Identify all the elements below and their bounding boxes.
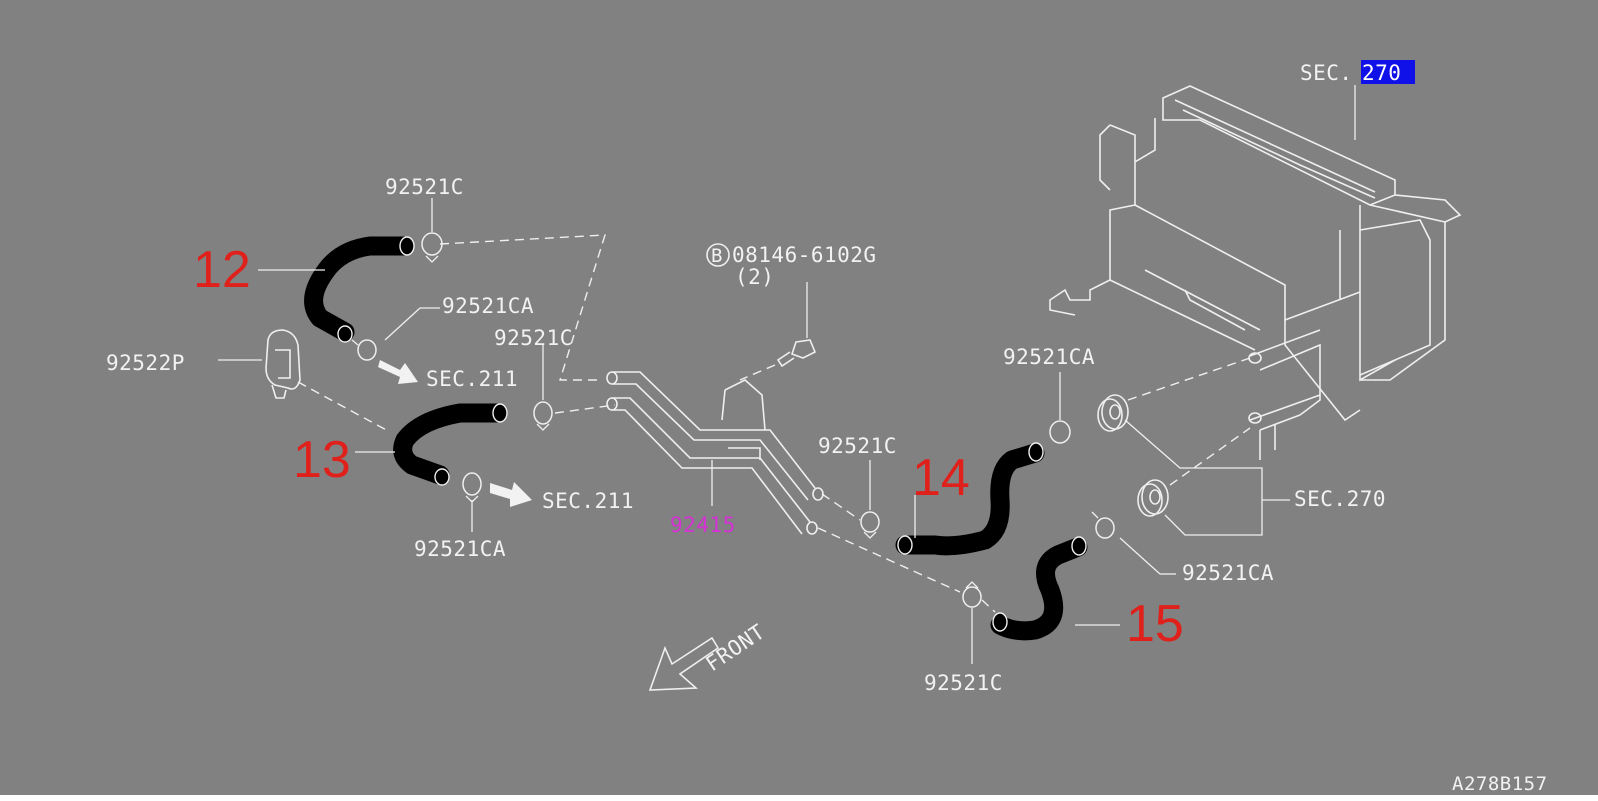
hose-12 xyxy=(304,236,415,343)
label-sec211-lower: SEC.211 xyxy=(542,489,634,513)
callout-15: 15 xyxy=(1126,595,1184,653)
label-92521c-top: 92521C xyxy=(385,175,464,199)
heater-unit-outline xyxy=(1049,85,1462,460)
callout-12: 12 xyxy=(193,241,251,299)
sec270-highlight xyxy=(1361,60,1415,84)
clamp-92521ca-right-lower xyxy=(1091,511,1176,575)
hose-15 xyxy=(990,536,1088,641)
label-08146: 08146-6102G xyxy=(732,243,877,267)
arrow-sec211-lower xyxy=(490,482,532,507)
clamp-92521ca-top xyxy=(351,307,440,361)
label-sec211-upper: SEC.211 xyxy=(426,367,518,391)
dash-pipe-to-15 xyxy=(817,527,961,593)
label-92521ca-top: 92521CA xyxy=(442,294,534,318)
label-sec270-right: SEC.270 xyxy=(1294,487,1386,511)
clamp-92521c-bottom xyxy=(962,581,982,664)
label-front: FRONT xyxy=(701,619,769,676)
figure-id: A278B157 xyxy=(1452,773,1548,795)
bolt-08146 xyxy=(706,243,817,381)
label-bolt-marker: B xyxy=(711,245,723,267)
label-92522p: 92522P xyxy=(106,351,185,375)
hose-13 xyxy=(393,403,508,486)
dash-13-to-pipe xyxy=(554,404,616,414)
dash-grommet-to-unit-lower xyxy=(1169,427,1251,486)
bottom-strip xyxy=(0,795,1598,801)
label-sec270-top-prefix: SEC. xyxy=(1300,61,1353,85)
callout-13: 13 xyxy=(293,431,351,489)
label-92521ca-right-lower: 92521CA xyxy=(1182,561,1274,585)
clamp-92521ca-lower xyxy=(462,472,482,532)
clamp-92521c-top xyxy=(421,198,443,263)
label-bolt-qty: (2) xyxy=(735,265,774,289)
front-arrow-icon xyxy=(648,636,720,691)
dash-12-to-pipe xyxy=(439,234,606,381)
dash-grommet-to-13 xyxy=(297,381,391,433)
hose-14 xyxy=(895,442,1045,556)
pipe-92415 xyxy=(606,371,824,535)
clamp-92521ca-right-upper xyxy=(1049,372,1071,444)
sec270-bracket xyxy=(1124,419,1290,536)
arrow-sec211-upper xyxy=(378,360,418,384)
label-sec270-top-num[interactable]: 270 xyxy=(1362,61,1401,85)
grommet-right-lower xyxy=(1137,479,1169,517)
clamp-92521c-right xyxy=(860,460,880,539)
clamp-92521c-mid xyxy=(533,345,553,431)
label-92521c-mid: 92521C xyxy=(494,326,573,350)
label-92415: 92415 xyxy=(670,513,736,537)
callout-14: 14 xyxy=(912,449,970,507)
label-92521ca-right-upper: 92521CA xyxy=(1003,345,1095,369)
label-92521ca-lower: 92521CA xyxy=(414,537,506,561)
dash-grommet-to-unit-upper xyxy=(1127,357,1251,401)
dash-clamp-to-15 xyxy=(981,599,996,613)
grommet-right-upper xyxy=(1097,394,1129,432)
dash-pipe-to-14 xyxy=(821,493,861,521)
label-92521c-right: 92521C xyxy=(818,434,897,458)
label-92521c-bottom: 92521C xyxy=(924,671,1003,695)
grommet-92522p xyxy=(218,329,301,399)
